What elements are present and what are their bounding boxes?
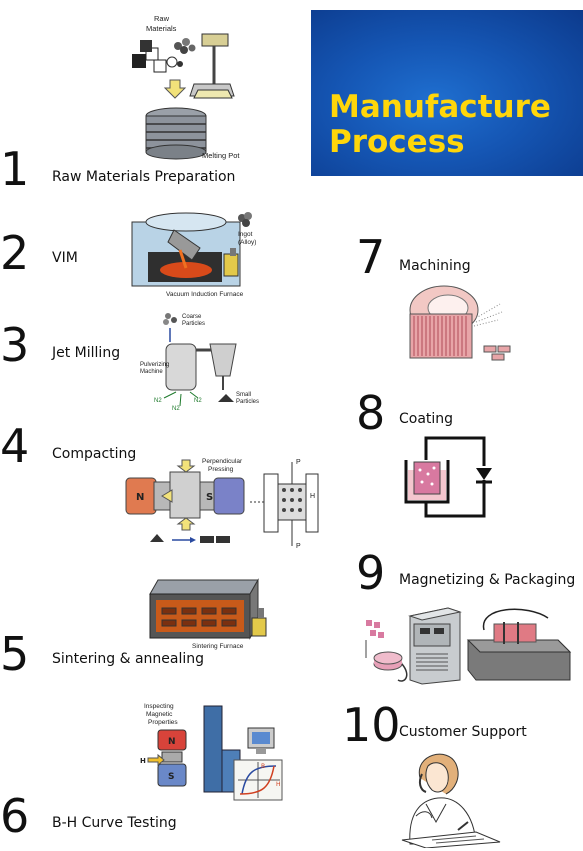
title-line-1: Manufacture: [329, 89, 551, 125]
step-2-label: VIM: [52, 250, 78, 266]
bh-tester-icon: Inspecting Magnetic Properties N S H B H: [138, 700, 286, 804]
step-3-text-1: Coarse: [182, 314, 202, 320]
step-6-label: B-H Curve Testing: [52, 815, 177, 831]
step-2-text-1: Ingot: [238, 231, 253, 238]
step-6-text-7: B: [261, 763, 265, 770]
step-1-text-1: Raw: [154, 14, 170, 23]
step-3-text-9: Particles: [236, 399, 259, 405]
step-5-number: 5: [0, 627, 30, 681]
step-9-label: Magnetizing & Packaging: [399, 572, 576, 588]
phone-operator-icon: [396, 744, 506, 848]
step-3-text-6: N2: [172, 406, 180, 412]
step-8-label: Coating: [399, 411, 454, 427]
step-4-text-5: P: [296, 459, 301, 466]
raw-materials-icon: Raw Materials Melting Pot: [118, 12, 278, 162]
step-1-label: Raw Materials Preparation: [52, 169, 236, 185]
step-4-text-6: P: [296, 543, 301, 550]
step-7-label: Machining: [399, 258, 471, 274]
step-2-number: 2: [0, 226, 30, 280]
step-3-text-7: N2: [194, 398, 202, 404]
title-banner: Manufacture Process: [311, 10, 583, 176]
step-6-text-3: Properties: [148, 719, 178, 726]
step-6-text-4: N: [168, 737, 176, 747]
step-6-text-6: H: [140, 757, 146, 765]
step-3-number: 3: [0, 318, 30, 372]
grinding-wheel-icon: [408, 284, 518, 364]
step-3-label: Jet Milling: [52, 345, 121, 361]
step-4-text-7: H: [310, 493, 315, 500]
step-6-text-1: Inspecting: [144, 703, 174, 710]
step-9-number: 9: [356, 546, 386, 600]
step-3-text-5: N2: [154, 398, 162, 404]
step-4-text-2: Pressing: [208, 466, 234, 473]
step-1-text-2: Materials: [146, 24, 177, 33]
step-10-label: Customer Support: [399, 724, 527, 740]
step-1-text-3: Melting Pot: [202, 151, 240, 160]
step-4-number: 4: [0, 419, 30, 473]
step-6-text-2: Magnetic: [146, 711, 173, 718]
step-8-number: 8: [356, 386, 386, 440]
step-7-number: 7: [356, 230, 386, 284]
press-icon: Perpendicular Pressing N S P P H: [124, 454, 320, 554]
page-title: Manufacture Process: [329, 90, 579, 160]
sintering-furnace-icon: Sintering Furnace: [148, 578, 276, 652]
step-5-text-1: Sintering Furnace: [192, 643, 244, 650]
step-1-number: 1: [0, 142, 30, 196]
step-4-text-3: N: [136, 492, 144, 503]
step-4-text-4: S: [206, 492, 213, 503]
step-6-text-5: S: [168, 772, 174, 782]
magnetizer-icon: [358, 600, 578, 690]
step-2-text-2: (Alloy): [238, 239, 256, 246]
title-line-2: Process: [329, 124, 465, 160]
step-4-text-1: Perpendicular: [202, 458, 243, 465]
step-6-text-8: H: [276, 781, 281, 788]
step-2-text-3: Vacuum Induction Furnace: [166, 291, 244, 298]
step-3-text-3: Pulverizing: [140, 362, 169, 368]
jet-mill-icon: Coarse Particles Pulverizing Machine N2 …: [138, 310, 268, 415]
electroplating-icon: [404, 436, 508, 522]
step-4-label: Compacting: [52, 446, 137, 462]
vacuum-furnace-icon: Ingot (Alloy) Vacuum Induction Furnace: [130, 208, 270, 300]
step-10-number: 10: [342, 698, 401, 752]
step-3-text-4: Machine: [140, 369, 163, 375]
step-3-text-2: Particles: [182, 321, 205, 327]
step-5-label: Sintering & annealing: [52, 651, 205, 667]
step-3-text-8: Small: [236, 392, 251, 398]
step-6-number: 6: [0, 789, 30, 843]
